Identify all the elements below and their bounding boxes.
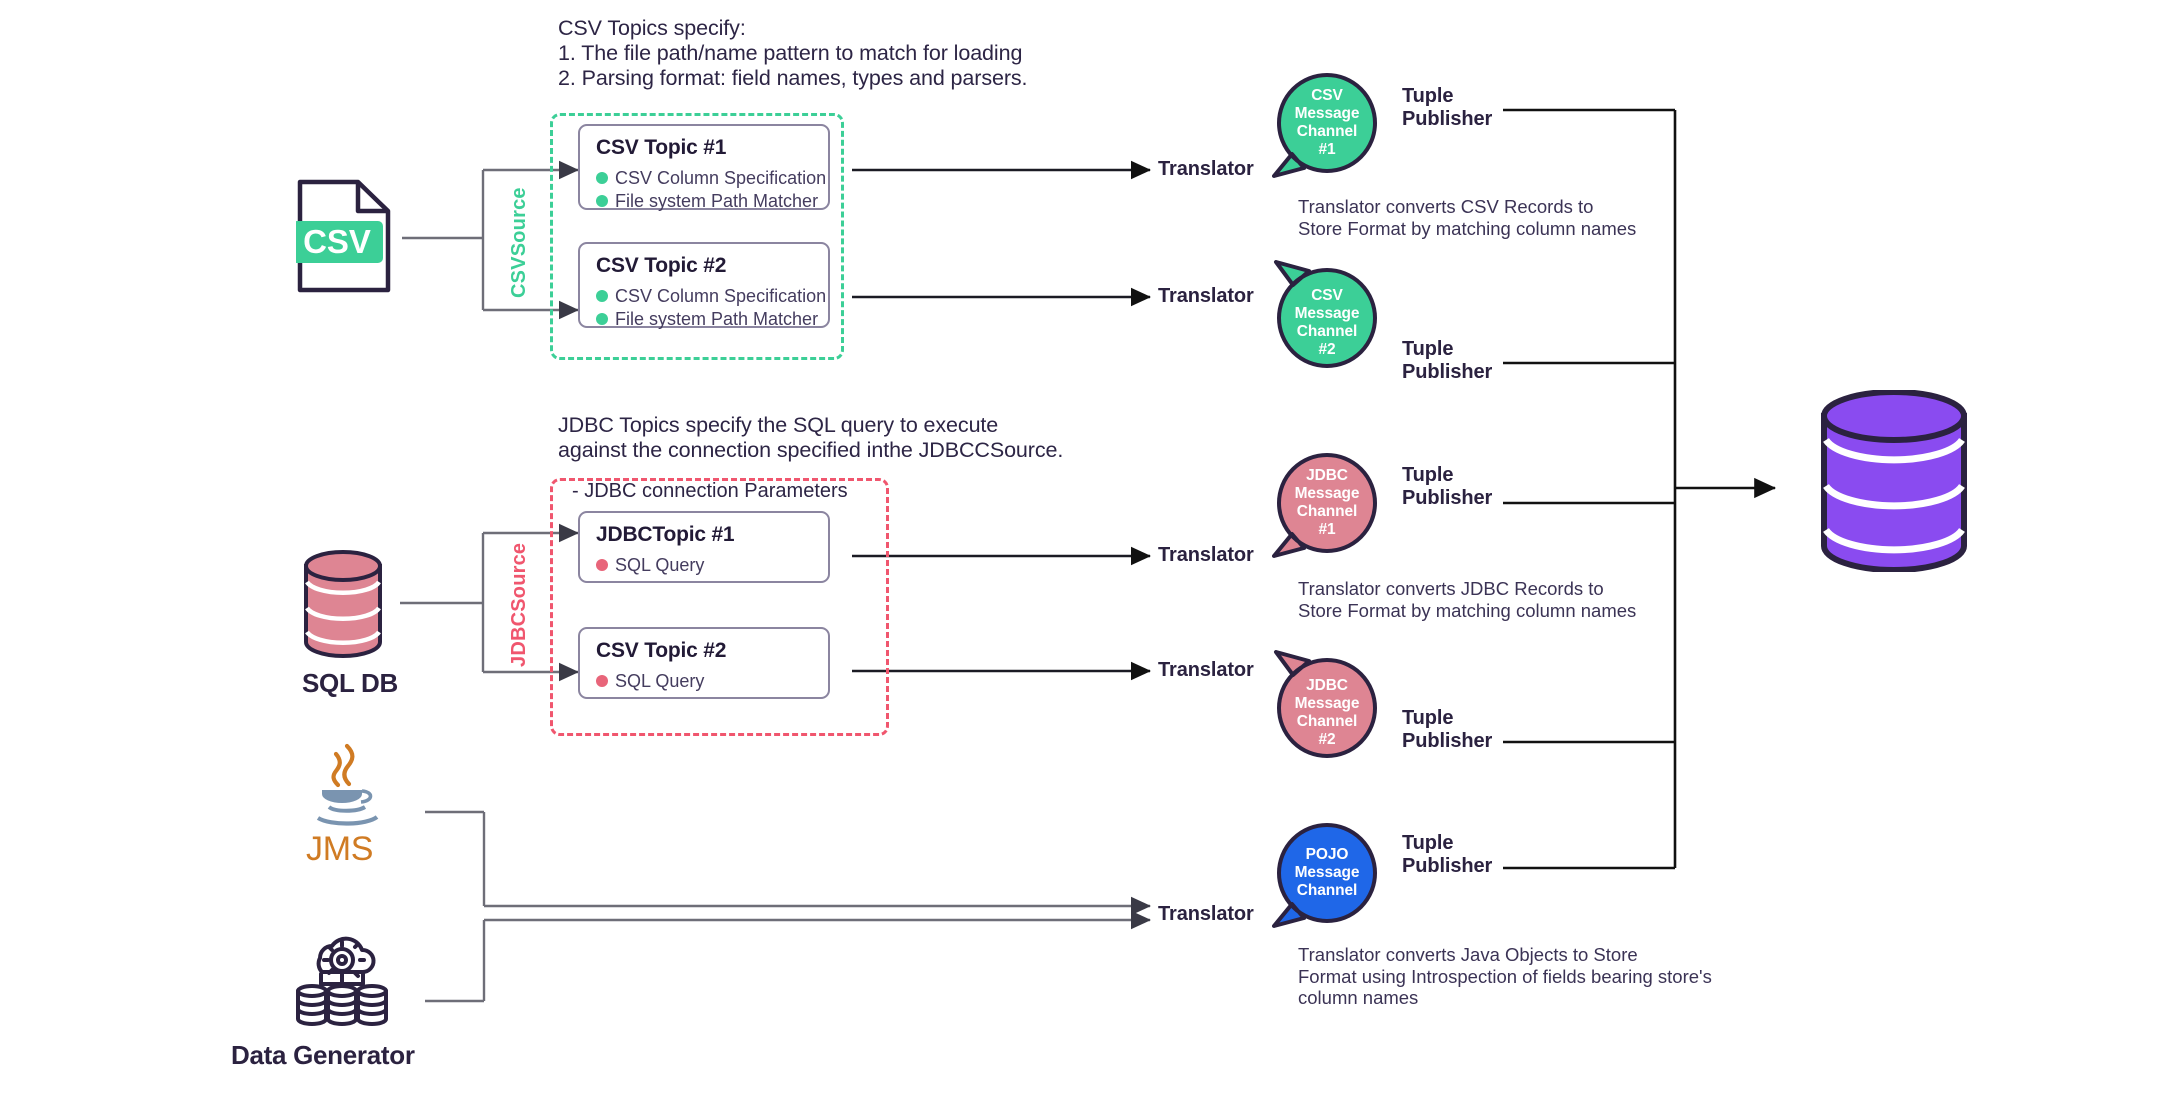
tuple-publisher-2-label: Tuple Publisher	[1402, 338, 1493, 383]
csv-topic-1-card[interactable]: CSV Topic #1 CSV Column Specification Fi…	[578, 124, 830, 212]
bullet-dot-icon	[596, 559, 608, 571]
jdbc-topic-2-card[interactable]: CSV Topic #2 SQL Query	[578, 627, 830, 699]
bubble-line: Message	[1294, 105, 1360, 122]
tuple-publisher-1-label: Tuple Publisher	[1402, 85, 1493, 130]
csvsource-label: CSVSource	[508, 187, 530, 298]
jdbc-topic-1-title: JDBCTopic #1	[596, 523, 735, 546]
bullet-label: File system Path Matcher	[615, 309, 819, 329]
bubble-text: CSV Message Channel #1	[1272, 68, 1382, 178]
bubble-line: Message	[1294, 305, 1360, 322]
bubble-shape	[1272, 453, 1377, 558]
jdbc-message-channel-2-bubble[interactable]: JDBC Message Channel #2	[1272, 650, 1382, 760]
bubble-line: #2	[1318, 341, 1336, 358]
bullet-label: SQL Query	[615, 671, 705, 691]
bubble-line: CSV	[1311, 287, 1343, 304]
tuple-publisher-4-label: Tuple Publisher	[1402, 707, 1493, 752]
tuple-publisher-3-label: Tuple Publisher	[1402, 464, 1493, 509]
svg-text:CSV: CSV	[303, 223, 371, 260]
bubble-text: CSV Message Channel #2	[1272, 260, 1382, 378]
csv-topic-2-card[interactable]: CSV Topic #2 CSV Column Specification Fi…	[578, 242, 830, 330]
bubble-line: Channel	[1296, 503, 1358, 520]
translator-pojo-label: Translator	[1158, 903, 1254, 925]
bullet-label: CSV Column Specification	[615, 168, 827, 188]
csv-topic-1-bullet-0: CSV Column Specification	[596, 167, 826, 189]
bubble-line: Message	[1294, 864, 1360, 881]
bubble-line: #1	[1318, 521, 1336, 538]
csv-topic-1-bullet-1: File system Path Matcher	[596, 190, 818, 212]
translator-csv-2-label: Translator	[1158, 285, 1254, 307]
bubble-line: CSV	[1311, 87, 1343, 104]
data-generator-cloud-databases-gear-icon	[296, 936, 388, 1026]
bullet-dot-icon	[596, 675, 608, 687]
jdbc-topic-1-bullet-0: SQL Query	[596, 554, 812, 576]
translator-csv-1-label: Translator	[1158, 158, 1254, 180]
bubble-line: Message	[1294, 485, 1360, 502]
bubble-line: Channel	[1296, 882, 1358, 899]
data-generator-label: Data Generator	[231, 1040, 415, 1070]
sql-db-label: SQL DB	[302, 668, 398, 698]
bubble-shape	[1274, 260, 1377, 368]
jdbc-topic-1-card[interactable]: JDBCTopic #1 SQL Query	[578, 511, 830, 583]
pojo-message-channel-bubble[interactable]: POJO Message Channel	[1272, 818, 1382, 928]
csv-topic-2-title: CSV Topic #2	[596, 254, 727, 277]
pojo-translator-caption: Translator converts Java Objects to Stor…	[1298, 944, 1712, 1008]
jdbc-translator-caption-1: Translator converts JDBC Records to Stor…	[1298, 578, 1637, 621]
csv-translator-caption-1: Translator converts CSV Records to Store…	[1298, 196, 1637, 239]
csv-topic-2-bullet-0: CSV Column Specification	[596, 285, 826, 307]
sql-db-database-icon	[304, 550, 382, 658]
csv-message-channel-1-bubble[interactable]: CSV Message Channel #1	[1272, 68, 1382, 178]
translator-jdbc-2-label: Translator	[1158, 659, 1254, 681]
bubble-text: JDBC Message Channel #2	[1272, 650, 1382, 768]
bullet-dot-icon	[596, 290, 608, 302]
csv-topic-2-bullet-1: File system Path Matcher	[596, 308, 818, 330]
tuple-publisher-5-label: Tuple Publisher	[1402, 832, 1493, 877]
bubble-text: JDBC Message Channel #1	[1272, 448, 1382, 558]
csv-message-channel-2-bubble[interactable]: CSV Message Channel #2	[1272, 260, 1382, 370]
bubble-line: Channel	[1296, 323, 1358, 340]
bullet-label: File system Path Matcher	[615, 191, 819, 211]
bubble-line: #2	[1318, 731, 1336, 748]
bubble-line: Message	[1294, 695, 1360, 712]
bullet-label: SQL Query	[615, 555, 705, 575]
jms-java-coffee-cup-icon	[316, 743, 379, 826]
bubble-text: POJO Message Channel	[1272, 818, 1382, 928]
bullet-label: CSV Column Specification	[615, 286, 827, 306]
jdbc-message-channel-1-bubble[interactable]: JDBC Message Channel #1	[1272, 448, 1382, 558]
csv-file-icon: CSV	[296, 179, 391, 293]
bullet-dot-icon	[596, 313, 608, 325]
jdbc-spec-note: JDBC Topics specify the SQL query to exe…	[558, 413, 1064, 462]
bubble-line: Channel	[1296, 713, 1358, 730]
jdbc-source-group-frame	[550, 478, 889, 736]
bullet-dot-icon	[596, 195, 608, 207]
csv-spec-note: CSV Topics specify: 1. The file path/nam…	[558, 16, 1028, 90]
data-store-database-icon	[1821, 390, 1967, 572]
bubble-shape	[1274, 650, 1377, 758]
jdbc-connection-parameters-label: - JDBC connection Parameters	[572, 480, 848, 502]
jdbcsource-label: JDBCSource	[508, 542, 530, 667]
bubble-line: JDBC	[1306, 677, 1348, 694]
pojo-source-connectors	[425, 810, 1151, 1003]
csv-topic-1-title: CSV Topic #1	[596, 136, 727, 159]
bubble-line: Channel	[1296, 123, 1358, 140]
bubble-line: #1	[1318, 141, 1336, 158]
translator-jdbc-1-label: Translator	[1158, 544, 1254, 566]
jdbc-topic-2-bullet-0: SQL Query	[596, 670, 812, 692]
bubble-line: POJO	[1305, 846, 1349, 863]
bubble-line: JDBC	[1306, 467, 1348, 484]
bubble-shape	[1272, 823, 1377, 928]
csv-source-group-frame	[550, 113, 844, 360]
bubble-shape	[1272, 73, 1377, 178]
bullet-dot-icon	[596, 172, 608, 184]
jdbc-topic-2-title: CSV Topic #2	[596, 639, 727, 662]
jms-label: JMS	[306, 830, 374, 868]
